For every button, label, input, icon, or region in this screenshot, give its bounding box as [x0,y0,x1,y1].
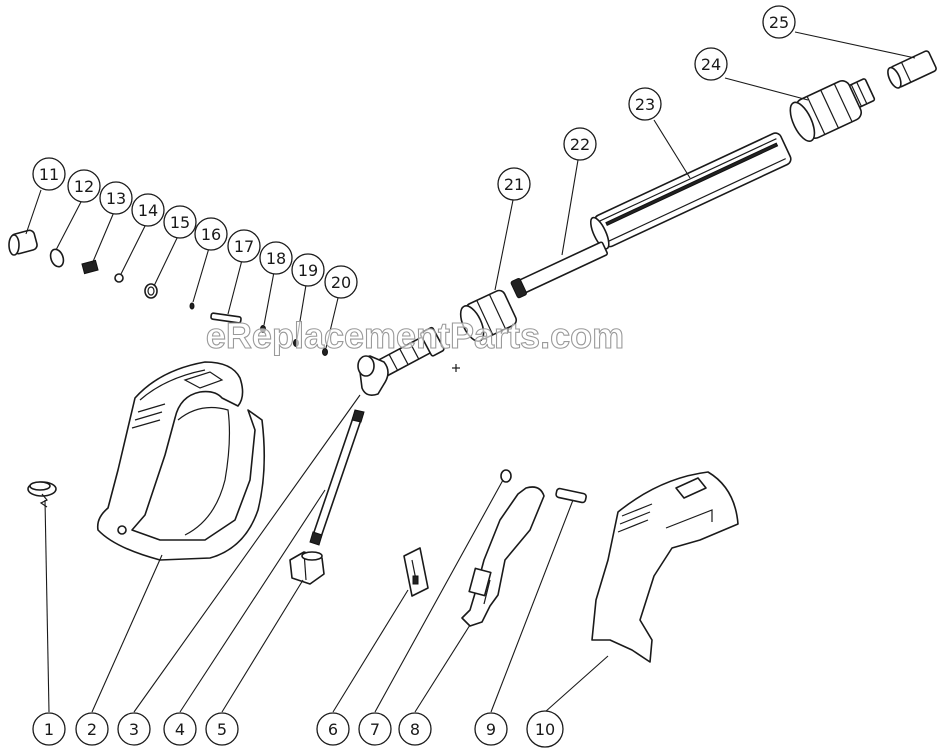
part-14-ball [114,273,124,283]
part-25-fitting [887,50,937,89]
callout-number: 8 [410,720,420,739]
callout-13: 13 [99,181,133,215]
part-18-small-seal [260,325,266,333]
callout-number: 5 [217,720,227,739]
part-9-pin [555,487,587,504]
leader-lines [25,31,916,713]
part-23-sleeve [589,132,792,250]
callout-20: 20 [324,265,358,299]
callout-2: 2 [75,712,109,746]
part-21-nut [459,289,518,342]
part-4-hose [309,409,365,546]
callout-25: 25 [762,5,796,39]
part-2-gun-handle [96,361,266,561]
part-15-seat [144,283,158,299]
part-11-cap [8,229,38,256]
part-24-nut [789,78,876,142]
callout-9: 9 [474,712,508,746]
part-19-small-seal [293,339,299,347]
part-7-ball [500,469,512,483]
part-13-spring [81,259,99,275]
callout-5: 5 [205,712,239,746]
callout-6: 6 [316,712,350,746]
part-17-stem [210,312,242,324]
callout-number: 12 [74,177,94,196]
callout-18: 18 [259,241,293,275]
callout-14: 14 [131,193,165,227]
watermark-text: eReplacementParts.com [206,315,624,356]
callout-24: 24 [694,47,728,81]
callout-3: 3 [117,712,151,746]
callout-17: 17 [227,229,261,263]
part-8-trigger [461,486,545,627]
callout-10: 10 [526,710,564,748]
callout-21: 21 [497,167,531,201]
callout-number: 16 [201,225,221,244]
callout-number: 7 [370,720,380,739]
callout-22: 22 [563,127,597,161]
callout-number: 22 [570,135,590,154]
part-10-grip-cover [591,471,739,663]
callout-23: 23 [628,87,662,121]
callout-number: 11 [39,165,59,184]
callout-4: 4 [163,712,197,746]
part-20-small-seal [322,348,328,356]
callout-number: 3 [129,720,139,739]
part-12-o-ring [49,248,65,268]
callout-1: 1 [32,712,66,746]
callout-12: 12 [67,169,101,203]
callout-number: 10 [535,720,555,739]
callout-15: 15 [163,205,197,239]
callout-number: 13 [106,189,126,208]
callout-number: 21 [504,175,524,194]
callout-number: 18 [266,249,286,268]
part-22-lance-tube [510,241,608,299]
part-6-clip [403,547,429,597]
callout-number: 19 [298,261,318,280]
callout-number: 20 [331,273,351,292]
callout-16: 16 [194,217,228,251]
part-3-valve-body [357,326,445,396]
part-5-nut [289,551,325,585]
callout-number: 23 [635,95,655,114]
callout-number: 2 [87,720,97,739]
callout-number: 4 [175,720,185,739]
callout-number: 24 [701,55,721,74]
callout-number: 25 [769,13,789,32]
callout-7: 7 [358,712,392,746]
part-16-small-seal [189,302,195,310]
part-1-screw [27,481,57,508]
callout-number: 1 [44,720,54,739]
callout-19: 19 [291,253,325,287]
callout-number: 15 [170,213,190,232]
callout-8: 8 [398,712,432,746]
callout-number: 17 [234,237,254,256]
callout-number: 6 [328,720,338,739]
callout-number: 14 [138,201,158,220]
center-mark [452,364,460,372]
callout-11: 11 [32,157,66,191]
callout-number: 9 [486,720,496,739]
